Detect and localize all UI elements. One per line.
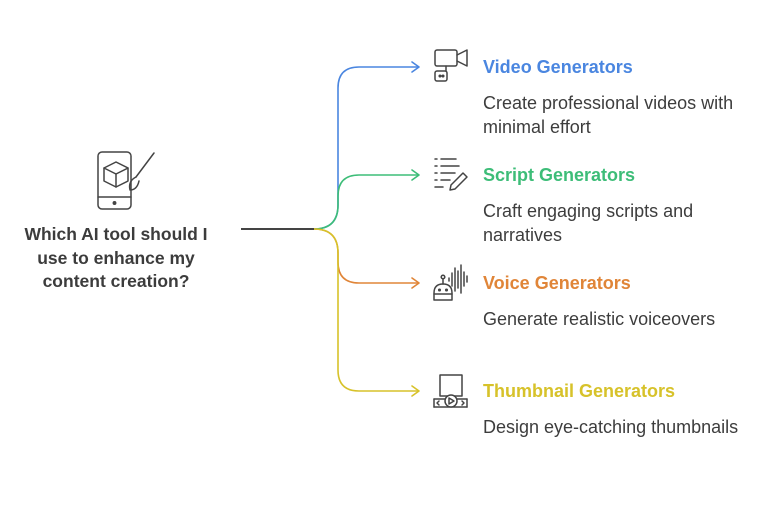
branch-title-thumbnail: Thumbnail Generators bbox=[483, 381, 676, 401]
arrowhead-voice bbox=[411, 277, 420, 289]
branch-title-script: Script Generators bbox=[483, 165, 636, 185]
connector-voice bbox=[313, 228, 418, 284]
arrowhead-video bbox=[411, 61, 420, 73]
script-pencil-icon bbox=[434, 158, 468, 191]
phone-paintbrush-icon bbox=[97, 151, 155, 210]
video-camera-robot-icon bbox=[434, 49, 468, 82]
branch-description-script: Craft engaging scripts and narratives bbox=[483, 201, 694, 245]
connector-thumbnail bbox=[313, 228, 418, 392]
thumbnail-play-icon bbox=[433, 374, 468, 408]
robot-soundwave-icon bbox=[433, 264, 468, 301]
branch-title-voice: Voice Generators bbox=[483, 273, 631, 293]
connector-video bbox=[313, 66, 418, 230]
branch-description-thumbnail: Design eye-catching thumbnails bbox=[483, 417, 739, 437]
branch-description-video: Create professional videos with minimal … bbox=[483, 93, 734, 137]
branch-description-voice: Generate realistic voiceovers bbox=[483, 309, 716, 329]
connector-script bbox=[313, 174, 418, 230]
arrowhead-thumbnail bbox=[411, 385, 420, 397]
branch-title-video: Video Generators bbox=[483, 57, 633, 77]
root-question: Which AI tool should I use to enhance my… bbox=[24, 224, 208, 291]
arrowhead-script bbox=[411, 169, 420, 181]
